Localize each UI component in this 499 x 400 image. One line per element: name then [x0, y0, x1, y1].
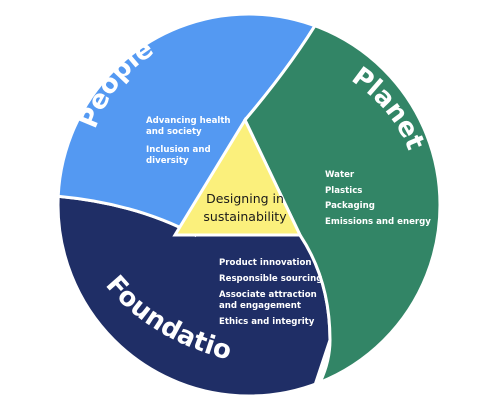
center-label: Designing in sustainability [203, 191, 287, 224]
people-item-1-line-1: Advancing health [146, 116, 231, 126]
planet-items: Water Plastics Packaging Emissions and e… [325, 170, 431, 227]
foundation-items: Product innovation Responsible sourcing … [219, 258, 322, 327]
foundation-item-product-innovation: Product innovation [219, 258, 311, 268]
center-triangle [172, 116, 303, 237]
center-label-line-2: sustainability [203, 209, 287, 224]
foundation-item-ethics: Ethics and integrity [219, 317, 315, 327]
foundation-item-associate-line-2: and engagement [219, 301, 301, 311]
people-item-2-line-1: Inclusion and [146, 145, 211, 155]
center-label-line-1: Designing in [206, 191, 284, 206]
people-item-1-line-2: and society [146, 127, 202, 137]
planet-item-packaging: Packaging [325, 201, 375, 211]
circle-outline [58, 14, 440, 396]
people-item-2-line-2: diversity [146, 156, 189, 166]
planet-item-plastics: Plastics [325, 186, 362, 196]
planet-item-emissions: Emissions and energy [325, 217, 431, 227]
people-items: Advancing health and society Inclusion a… [146, 116, 231, 166]
foundation-item-responsible-sourcing: Responsible sourcing [219, 274, 322, 284]
planet-segment [243, 15, 439, 395]
planet-item-water: Water [325, 170, 355, 180]
foundation-item-associate-line-1: Associate attraction [219, 290, 317, 300]
